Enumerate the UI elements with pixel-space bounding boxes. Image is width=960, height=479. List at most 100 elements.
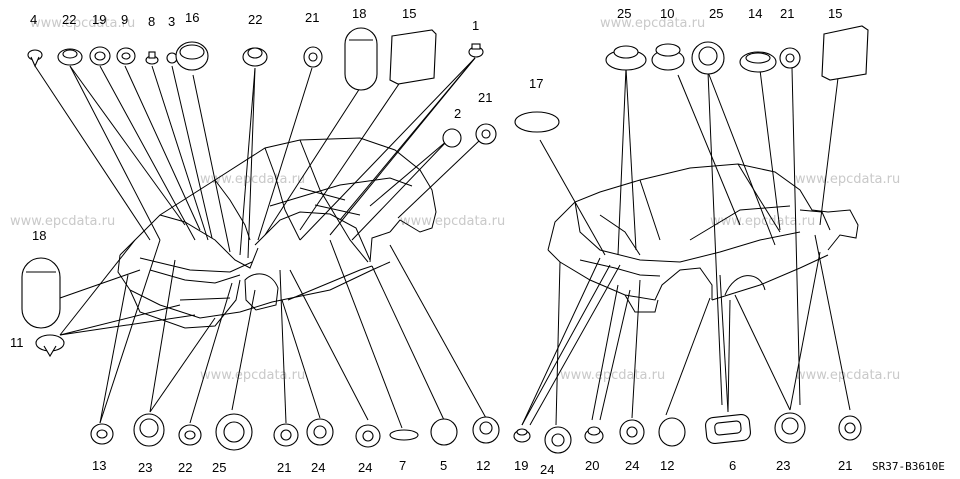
callout-label: 19 bbox=[514, 458, 528, 473]
callout-label: 24 bbox=[625, 458, 639, 473]
part-4[interactable] bbox=[27, 49, 43, 68]
part-6[interactable] bbox=[705, 414, 751, 444]
part-3[interactable] bbox=[166, 52, 178, 64]
callout-label: 15 bbox=[828, 6, 842, 21]
part-5[interactable] bbox=[430, 418, 458, 446]
callout-label: 19 bbox=[92, 12, 106, 27]
callout-label: 25 bbox=[709, 6, 723, 21]
part-19[interactable] bbox=[89, 46, 111, 66]
callout-label: 12 bbox=[660, 458, 674, 473]
callout-label: 5 bbox=[440, 458, 447, 473]
watermark: www.epcdata.ru bbox=[200, 172, 305, 187]
part-18[interactable] bbox=[344, 27, 378, 91]
part-13[interactable] bbox=[90, 423, 114, 445]
part-22[interactable] bbox=[57, 48, 83, 66]
callout-label: 21 bbox=[780, 6, 794, 21]
part-21[interactable] bbox=[475, 123, 497, 145]
callout-label: 22 bbox=[178, 460, 192, 475]
watermark: www.epcdata.ru bbox=[200, 368, 305, 383]
part-8[interactable] bbox=[145, 51, 159, 65]
diagram-code: SR37-B3610E bbox=[872, 460, 945, 473]
callout-label: 24 bbox=[311, 460, 325, 475]
callout-label: 2 bbox=[454, 106, 461, 121]
watermark: www.epcdata.ru bbox=[10, 214, 115, 229]
callout-label: 23 bbox=[138, 460, 152, 475]
part-15[interactable] bbox=[821, 25, 869, 81]
part-22[interactable] bbox=[178, 424, 202, 446]
callout-label: 21 bbox=[305, 10, 319, 25]
leader-lines bbox=[34, 57, 851, 429]
part-14[interactable] bbox=[739, 51, 777, 73]
part-22[interactable] bbox=[242, 47, 268, 67]
part-21[interactable] bbox=[273, 423, 299, 447]
callout-label: 8 bbox=[148, 14, 155, 29]
callout-label: 25 bbox=[212, 460, 226, 475]
part-23[interactable] bbox=[133, 413, 165, 447]
part-24[interactable] bbox=[544, 426, 572, 454]
part-24[interactable] bbox=[306, 418, 334, 446]
callout-label: 7 bbox=[399, 458, 406, 473]
watermark: www.epcdata.ru bbox=[400, 214, 505, 229]
callout-label: 4 bbox=[30, 12, 37, 27]
callout-label: 17 bbox=[529, 76, 543, 91]
callout-label: 6 bbox=[729, 458, 736, 473]
callout-label: 21 bbox=[277, 460, 291, 475]
part-15[interactable] bbox=[389, 29, 437, 85]
watermark: www.epcdata.ru bbox=[30, 16, 135, 31]
callout-label: 18 bbox=[32, 228, 46, 243]
car-body-right bbox=[547, 163, 859, 313]
part-10[interactable] bbox=[651, 43, 685, 71]
callout-label: 23 bbox=[776, 458, 790, 473]
part-23[interactable] bbox=[774, 412, 806, 444]
part-12[interactable] bbox=[658, 417, 686, 447]
callout-label: 18 bbox=[352, 6, 366, 21]
watermark: www.epcdata.ru bbox=[600, 16, 705, 31]
callout-label: 11 bbox=[10, 335, 24, 350]
callout-label: 9 bbox=[121, 12, 128, 27]
callout-label: 13 bbox=[92, 458, 106, 473]
part-21[interactable] bbox=[303, 46, 323, 68]
part-9[interactable] bbox=[116, 47, 136, 65]
callout-label: 1 bbox=[472, 18, 479, 33]
part-19[interactable] bbox=[513, 428, 531, 443]
callout-label: 22 bbox=[248, 12, 262, 27]
callout-label: 24 bbox=[358, 460, 372, 475]
watermark: www.epcdata.ru bbox=[795, 368, 900, 383]
callout-label: 20 bbox=[585, 458, 599, 473]
part-1[interactable] bbox=[468, 43, 484, 58]
part-7[interactable] bbox=[389, 429, 419, 441]
part-18[interactable] bbox=[21, 257, 61, 329]
callout-labels: 4 22 19 9 8 3 16 22 21 18 15 1 2 21 25 1… bbox=[10, 6, 852, 477]
part-25[interactable] bbox=[215, 413, 253, 451]
callout-label: 3 bbox=[168, 14, 175, 29]
watermark: www.epcdata.ru bbox=[710, 214, 815, 229]
part-2[interactable] bbox=[442, 128, 462, 148]
callout-label: 10 bbox=[660, 6, 674, 21]
callout-label: 21 bbox=[838, 458, 852, 473]
callout-label: 12 bbox=[476, 458, 490, 473]
part-16[interactable] bbox=[175, 41, 209, 71]
callout-label: 24 bbox=[540, 462, 554, 477]
part-24[interactable] bbox=[619, 419, 645, 445]
part-11[interactable] bbox=[35, 334, 65, 358]
callout-label: 16 bbox=[185, 10, 199, 25]
part-25[interactable] bbox=[691, 41, 725, 75]
car-body-left bbox=[117, 137, 437, 329]
watermark: www.epcdata.ru bbox=[795, 172, 900, 187]
part-21[interactable] bbox=[838, 415, 862, 441]
part-20[interactable] bbox=[584, 426, 604, 444]
callout-label: 14 bbox=[748, 6, 762, 21]
watermark-layer: www.epcdata.ru www.epcdata.ru www.epcdat… bbox=[10, 16, 900, 383]
part-17[interactable] bbox=[514, 111, 560, 133]
callout-label: 21 bbox=[478, 90, 492, 105]
callout-label: 15 bbox=[402, 6, 416, 21]
part-25[interactable] bbox=[605, 45, 647, 71]
part-21[interactable] bbox=[779, 47, 801, 69]
part-12[interactable] bbox=[472, 416, 500, 444]
part-24[interactable] bbox=[355, 424, 381, 448]
callout-label: 22 bbox=[62, 12, 76, 27]
callout-label: 25 bbox=[617, 6, 631, 21]
watermark: www.epcdata.ru bbox=[560, 368, 665, 383]
